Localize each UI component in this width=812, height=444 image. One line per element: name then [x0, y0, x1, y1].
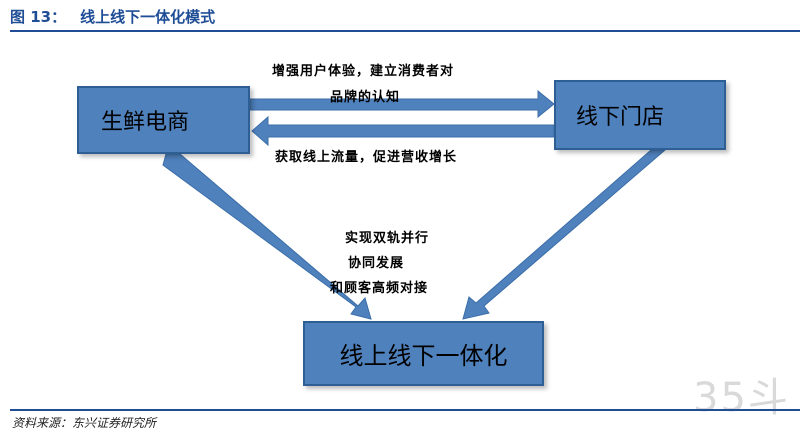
edge-label-integration-line3: 和顾客高频对接 [330, 281, 429, 296]
arrow-online-to-offline [249, 89, 555, 119]
node-integration: 线上线下一体化 [303, 321, 544, 386]
edge-label-offline-to-online: 获取线上流量，促进营收增长 [275, 150, 458, 165]
arrow-ecommerce-to-integration [162, 153, 372, 320]
node-offline-store: 线下门店 [554, 80, 726, 150]
edge-label-integration-line2: 协同发展 [348, 256, 405, 271]
node-ecommerce: 生鲜电商 [77, 86, 250, 154]
edge-label-integration-line1: 实现双轨并行 [345, 231, 430, 246]
figure-number: 图 13： [10, 8, 67, 26]
node-integration-label: 线上线下一体化 [339, 342, 508, 370]
arrow-offline-to-online [251, 115, 555, 147]
arrow-store-to-integration [462, 149, 667, 320]
figure-title: 图 13： 线上线下一体化模式 [10, 6, 215, 27]
figure-title-text: 线上线下一体化模式 [80, 8, 216, 26]
node-offline-store-label: 线下门店 [576, 105, 665, 130]
watermark-logo: 35斗 [693, 375, 790, 421]
edge-label-online-to-offline-line1: 增强用户体验，建立消费者对 [272, 64, 455, 79]
title-divider [10, 30, 800, 32]
node-ecommerce-label: 生鲜电商 [101, 110, 190, 135]
source-note: 资料来源：东兴证券研究所 [12, 416, 157, 430]
edge-label-online-to-offline-line2: 品牌的认知 [330, 90, 401, 105]
source-divider [10, 409, 800, 411]
